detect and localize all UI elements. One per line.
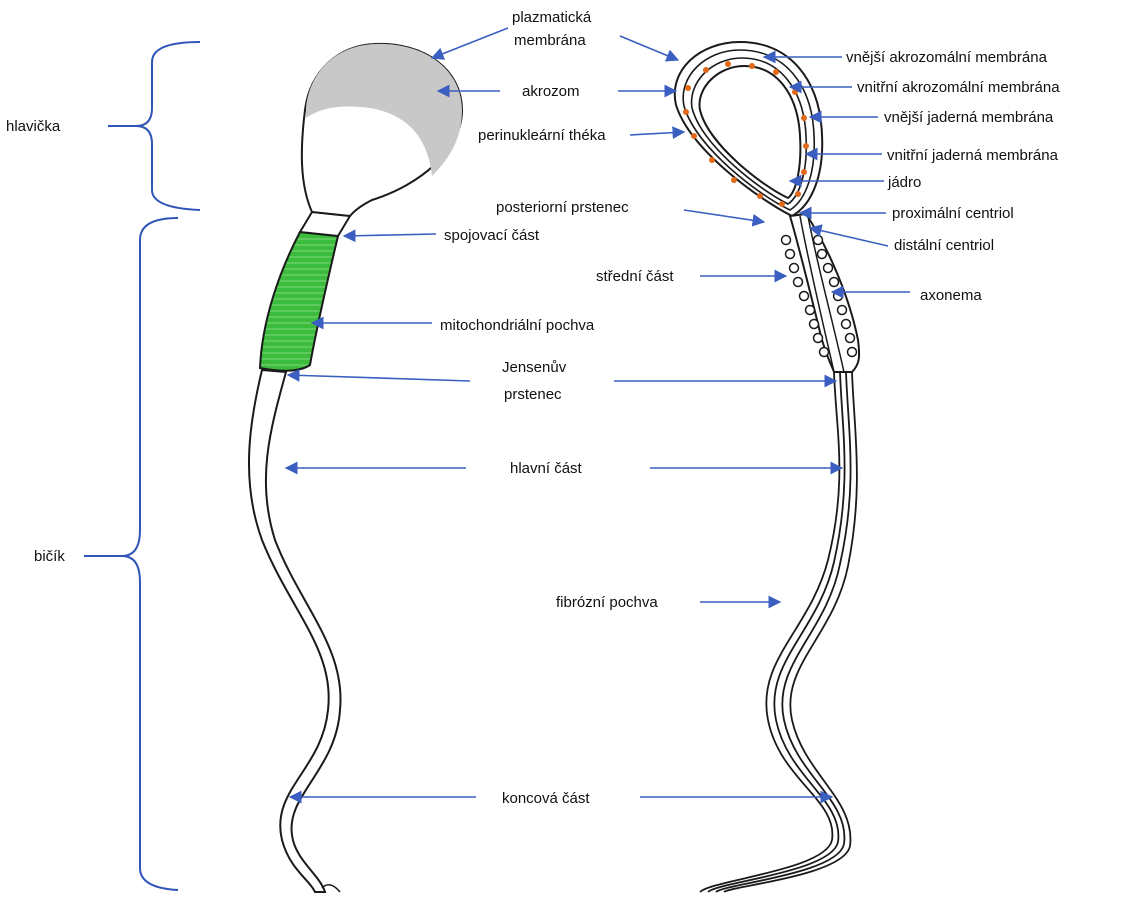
label-principal-piece: hlavní část [510,460,583,477]
label-middle-piece: střední část [596,268,674,285]
label-end-piece: koncová část [502,790,590,807]
label-plasma-membrane-1: plazmatická [512,9,592,26]
label-posterior-ring: posteriorní prstenec [496,199,629,216]
label-jensen-ring-1: Jensenův [502,359,567,376]
tail-brace [122,218,178,890]
label-axoneme: axonema [920,287,982,304]
label-distal-centriole: distální centriol [894,237,994,254]
arrow-jensen-left [288,375,470,381]
mitochondrial-sheath-shape [260,232,338,371]
label-inner-acrosomal-membrane: vnitřní akrozomální membrána [857,79,1060,96]
label-tail: bičík [34,548,65,565]
head-brace [136,42,200,210]
label-perinuclear-theca: perinukleární théka [478,127,606,144]
label-inner-nuclear-membrane: vnitřní jaderná membrána [887,147,1059,164]
label-connecting-piece: spojovací část [444,227,540,244]
label-head: hlavička [6,118,61,135]
right-tail-line-4 [724,372,857,892]
label-fibrous-sheath: fibrózní pochva [556,594,658,611]
right-sperm [675,42,859,892]
right-tail-line-2 [708,372,845,892]
arrow-perinuclear [630,132,684,135]
label-outer-acrosomal-membrane: vnější akrozomální membrána [846,49,1048,66]
arrow-posterior-ring [684,210,764,222]
right-tail-line-1 [700,372,839,892]
arrow-plasma-left [432,28,508,58]
label-jensen-ring-2: prstenec [504,386,562,403]
arrow-connecting-piece [344,234,436,236]
label-mitochondrial-sheath: mitochondriální pochva [440,317,595,334]
right-tail-line-3 [716,372,851,892]
label-proximal-centriole: proximální centriol [892,205,1014,222]
arrow-plasma-right [620,36,678,60]
label-plasma-membrane-2: membrána [514,32,586,49]
label-nucleus: jádro [887,174,921,191]
label-outer-nuclear-membrane: vnější jaderná membrána [884,109,1054,126]
left-tail-outline [249,370,341,892]
label-acrosome: akrozom [522,83,580,100]
